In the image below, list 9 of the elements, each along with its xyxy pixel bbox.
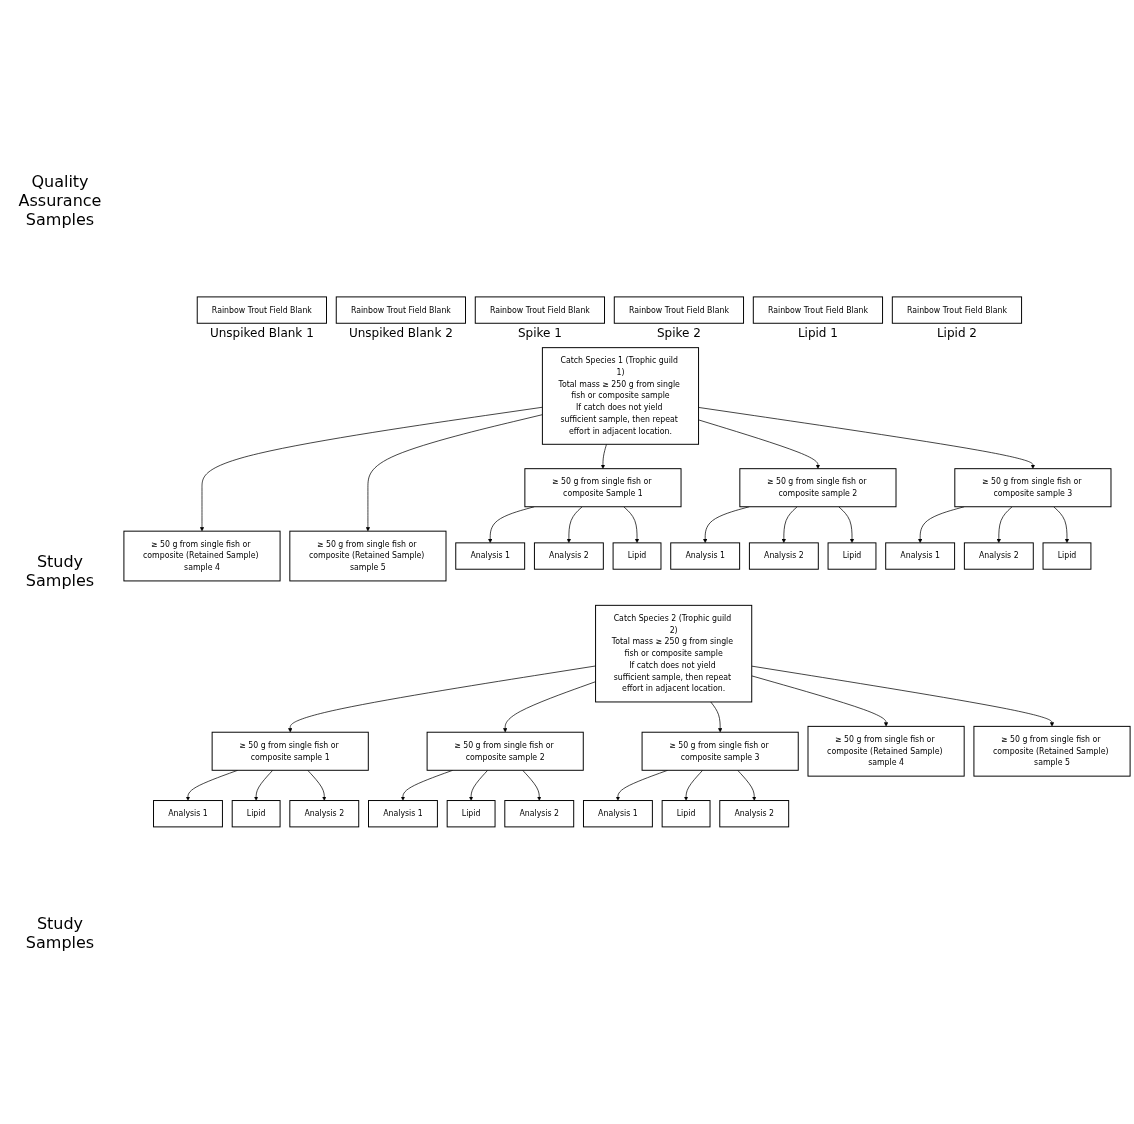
- section-label: Study Samples: [24, 552, 96, 591]
- node-caption: Spike 1: [517, 326, 562, 341]
- node-caption: Spike 2: [656, 326, 701, 341]
- node-caption: Lipid 1: [797, 326, 838, 341]
- node-caption: Unspiked Blank 1: [209, 326, 314, 341]
- section-label: Quality Assurance Samples: [17, 171, 103, 229]
- node-caption: Lipid 2: [936, 326, 977, 341]
- node-caption: Unspiked Blank 2: [348, 326, 453, 341]
- section-label: Study Samples: [24, 914, 96, 953]
